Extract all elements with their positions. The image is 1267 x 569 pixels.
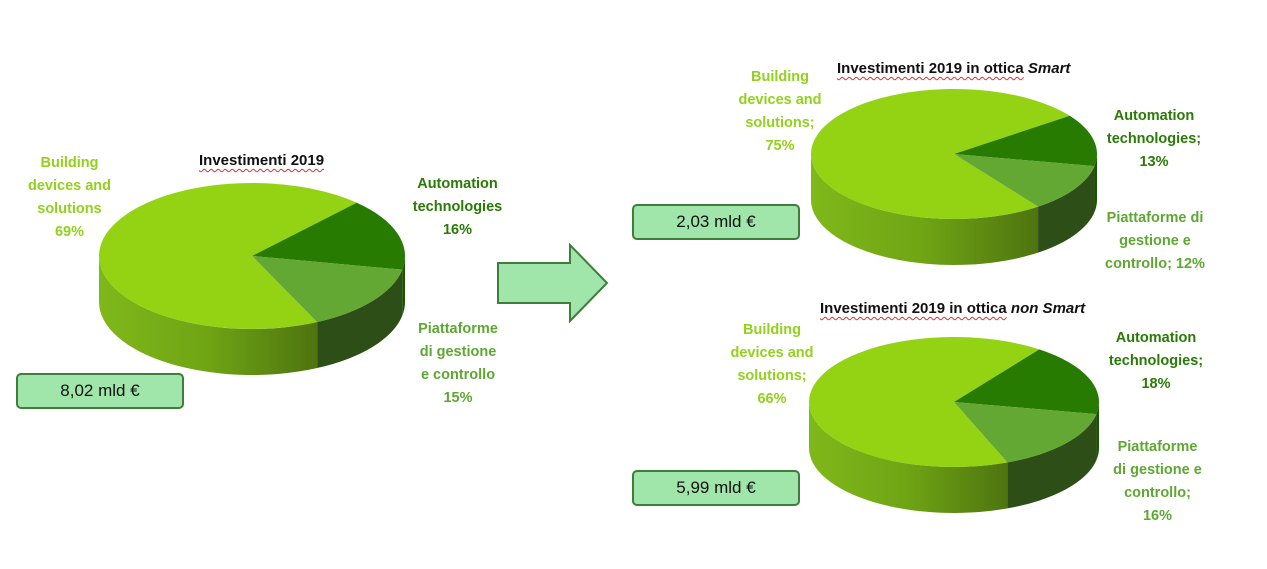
title-text: Investimenti 2019 in ottica [837,60,1024,77]
slice-label-automation: Automation technologies; 13% [1095,105,1213,174]
label-line: 18% [1141,376,1171,392]
label-line: technologies [412,199,503,215]
label-line: Automation [1113,108,1195,124]
label-line: controllo; 12% [1105,256,1205,272]
pie-slice [809,337,1040,467]
slice-label-piattaforme: Piattaforme di gestione e controllo 15% [403,318,513,410]
label-line: di gestione [419,344,497,360]
pie-side-2 [1007,414,1097,509]
title-text: Investimenti 2019 in ottica [820,300,1007,317]
pie-non_smart [808,337,1099,513]
label-line: technologies; [1108,353,1204,369]
chart-title-non-smart: Investimenti 2019 in ottica non Smart [820,300,1085,317]
pie-slice [954,349,1099,415]
label-line: Piattaforme di [1106,210,1204,226]
total-value-box-non-smart: 5,99 mld € [632,470,800,506]
pie-slice [954,154,1095,207]
label-line: 16% [442,222,473,238]
pie-side-0 [98,256,318,375]
title-text: Investimenti 2019 [199,152,325,169]
label-line: solutions [37,201,102,217]
slice-label-piattaforme: Piattaforme di gestione e controllo; 16% [1095,436,1220,528]
pie-slice [252,202,405,270]
label-line: Building [743,322,801,338]
pie-side-2 [1038,166,1095,253]
pie-side-2 [317,269,403,369]
label-line: solutions; [745,115,815,131]
label-line: 13% [1139,154,1169,170]
label-line: Piattaforme [1117,439,1198,455]
chart-title-smart: Investimenti 2019 in ottica Smart [837,60,1070,77]
title-italic-text: non Smart [1010,300,1086,317]
title-italic-text: Smart [1027,60,1071,77]
pie-total [98,183,406,375]
slice-label-building: Building devices and solutions 69% [22,152,117,244]
label-line: devices and [738,92,822,108]
label-line: Piattaforme [418,321,498,337]
chart-title-total: Investimenti 2019 [199,152,324,169]
total-value-box: 8,02 mld € [16,373,184,409]
slice-label-automation: Automation technologies 16% [400,173,515,242]
pie-slice [811,89,1070,220]
slice-label-building: Building devices and solutions; 75% [730,66,830,158]
label-line: 66% [757,391,787,407]
pie-slice [954,115,1097,167]
label-line: solutions; [737,368,807,384]
pie-side-1 [1094,154,1097,213]
pie-slice [954,402,1097,463]
label-line: technologies; [1106,131,1202,147]
label-line: e controllo [420,367,496,383]
label-line: 69% [54,224,85,240]
label-line: Automation [417,176,498,192]
label-line: di gestione e [1113,462,1202,478]
total-value-box-smart: 2,03 mld € [632,204,800,240]
arrow-right-icon [497,243,609,324]
label-line: Building [40,155,99,171]
label-line: devices and [27,178,111,194]
pie-side-0 [808,402,1008,513]
slice-label-piattaforme: Piattaforme di gestione e controllo; 12% [1090,207,1220,276]
pie-side-0 [811,154,1039,266]
label-line: 75% [765,138,795,154]
label-line: Automation [1115,330,1197,346]
label-line: Building [751,69,809,85]
pie-side-1 [402,256,406,316]
label-line: 16% [1142,508,1173,524]
pie-slice [252,256,403,323]
pie-smart [811,89,1097,266]
label-line: devices and [730,345,814,361]
pie-side-1 [1096,402,1099,461]
slice-label-building: Building devices and solutions; 66% [722,319,822,411]
slice-label-automation: Automation technologies; 18% [1097,327,1215,396]
pie-slice [99,183,357,329]
label-line: controllo; [1124,485,1191,501]
label-line: gestione e [1119,233,1191,249]
label-line: 15% [443,390,473,406]
